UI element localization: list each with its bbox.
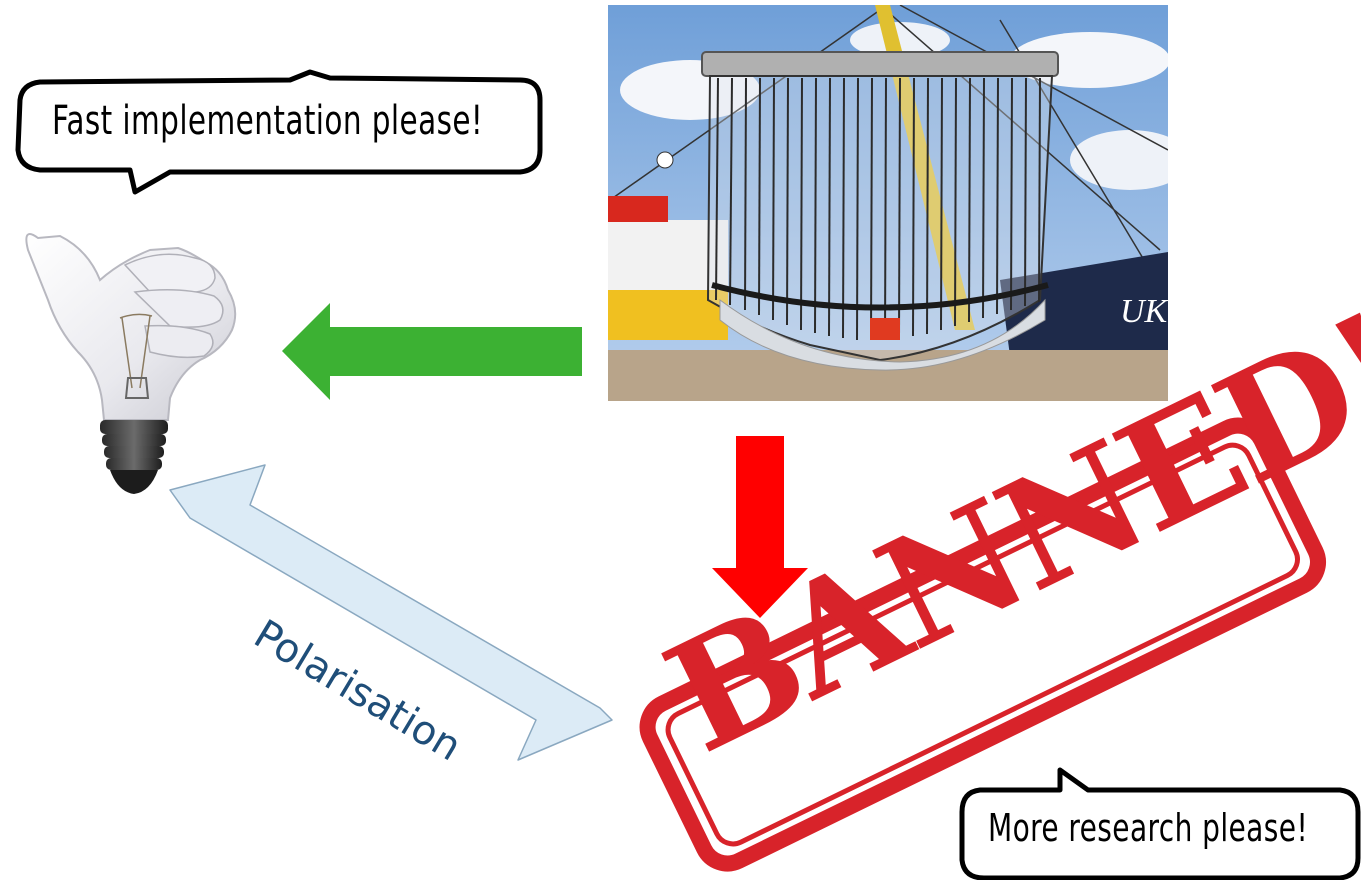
speech-bubble-bottom-text: More research please! [988,806,1309,850]
speech-bubble-top-text: Fast implementation please! [52,98,484,144]
hull-marking: UK [1120,293,1170,330]
